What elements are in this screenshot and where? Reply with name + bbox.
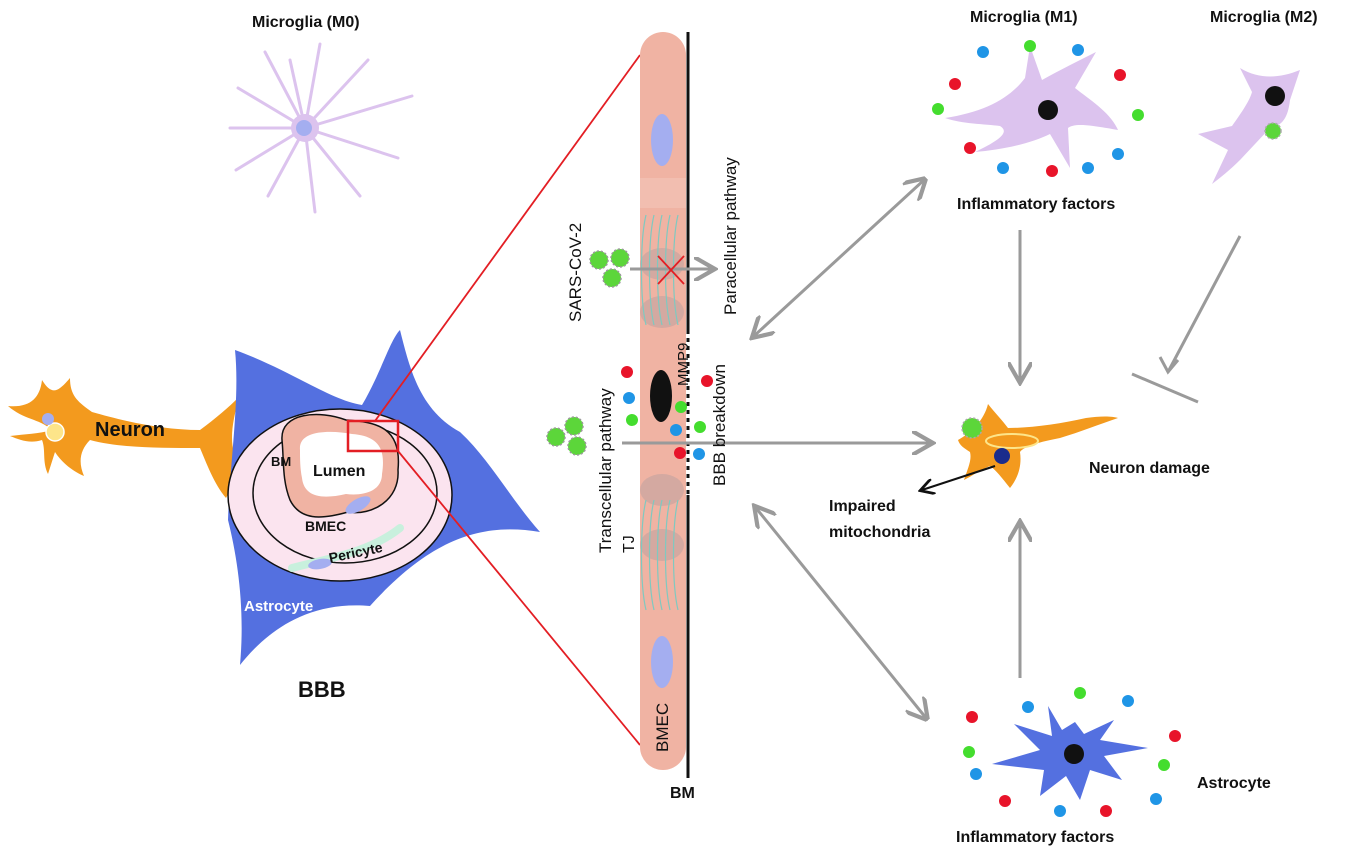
label-mitochondria: mitochondria xyxy=(829,524,930,541)
label-transcellular: Transcellular pathway xyxy=(596,388,615,553)
label-inflammatory-top: Inflammatory factors xyxy=(957,196,1115,213)
zoom-line-bottom xyxy=(397,450,641,746)
microglia-m0 xyxy=(228,42,414,214)
label-neuron-damage: Neuron damage xyxy=(1089,460,1210,477)
label-astrocyte-right: Astrocyte xyxy=(1197,775,1271,792)
microglia-m1 xyxy=(945,46,1118,168)
label-lumen: Lumen xyxy=(313,463,365,480)
label-bmec-ring: BMEC xyxy=(305,518,346,534)
bbb-cross-section xyxy=(227,330,540,665)
impaired-mitochondria-arrow xyxy=(922,465,996,490)
label-microglia-m1: Microglia (M1) xyxy=(970,9,1078,26)
inflammatory-factors-m1 xyxy=(932,40,1144,177)
damaged-neuron xyxy=(958,404,1118,488)
label-mmp9: MMP9 xyxy=(675,343,692,386)
label-bm-strip: BM xyxy=(670,785,695,802)
microglia-m2 xyxy=(1198,68,1300,184)
label-bmec-strip: BMEC xyxy=(653,703,672,752)
pericyte-shape xyxy=(288,524,404,572)
neuron-left xyxy=(8,378,240,498)
label-impaired: Impaired xyxy=(829,498,896,515)
mmp9-factors xyxy=(621,366,713,460)
label-paracellular: Paracellular pathway xyxy=(721,157,740,315)
label-sars-cov-2: SARS-CoV-2 xyxy=(566,223,585,322)
zoom-box xyxy=(346,419,400,453)
inhibit-bar xyxy=(1131,372,1199,404)
sars-cov-2-virus-bottom xyxy=(546,416,587,456)
label-bbb: BBB xyxy=(298,677,346,702)
inhibit-m2-neuron xyxy=(1166,235,1242,373)
zoom-line-top xyxy=(374,54,641,422)
sars-cov-2-virus-top xyxy=(589,248,630,288)
label-astrocyte-left: Astrocyte xyxy=(244,598,313,615)
mmp9-vesicle xyxy=(650,370,672,422)
label-inflammatory-bottom: Inflammatory factors xyxy=(956,829,1114,846)
label-bbb-breakdown: BBB breakdown xyxy=(710,364,729,486)
arrow-m1-bbb xyxy=(754,180,924,336)
blocked-x-icon xyxy=(657,255,685,285)
inhibit-arrowhead xyxy=(1158,356,1180,375)
endothelial-strip xyxy=(640,32,686,770)
label-neuron: Neuron xyxy=(95,419,165,441)
inflammatory-factors-astrocyte xyxy=(963,687,1181,817)
label-tj: TJ xyxy=(621,535,638,553)
lumen-shape xyxy=(299,431,383,497)
label-microglia-m0: Microglia (M0) xyxy=(252,14,360,31)
arrow-astrocyte-bbb xyxy=(756,508,926,718)
astrocyte-right xyxy=(992,706,1148,800)
label-microglia-m2: Microglia (M2) xyxy=(1210,9,1318,26)
label-bm-ring: BM xyxy=(271,454,291,469)
